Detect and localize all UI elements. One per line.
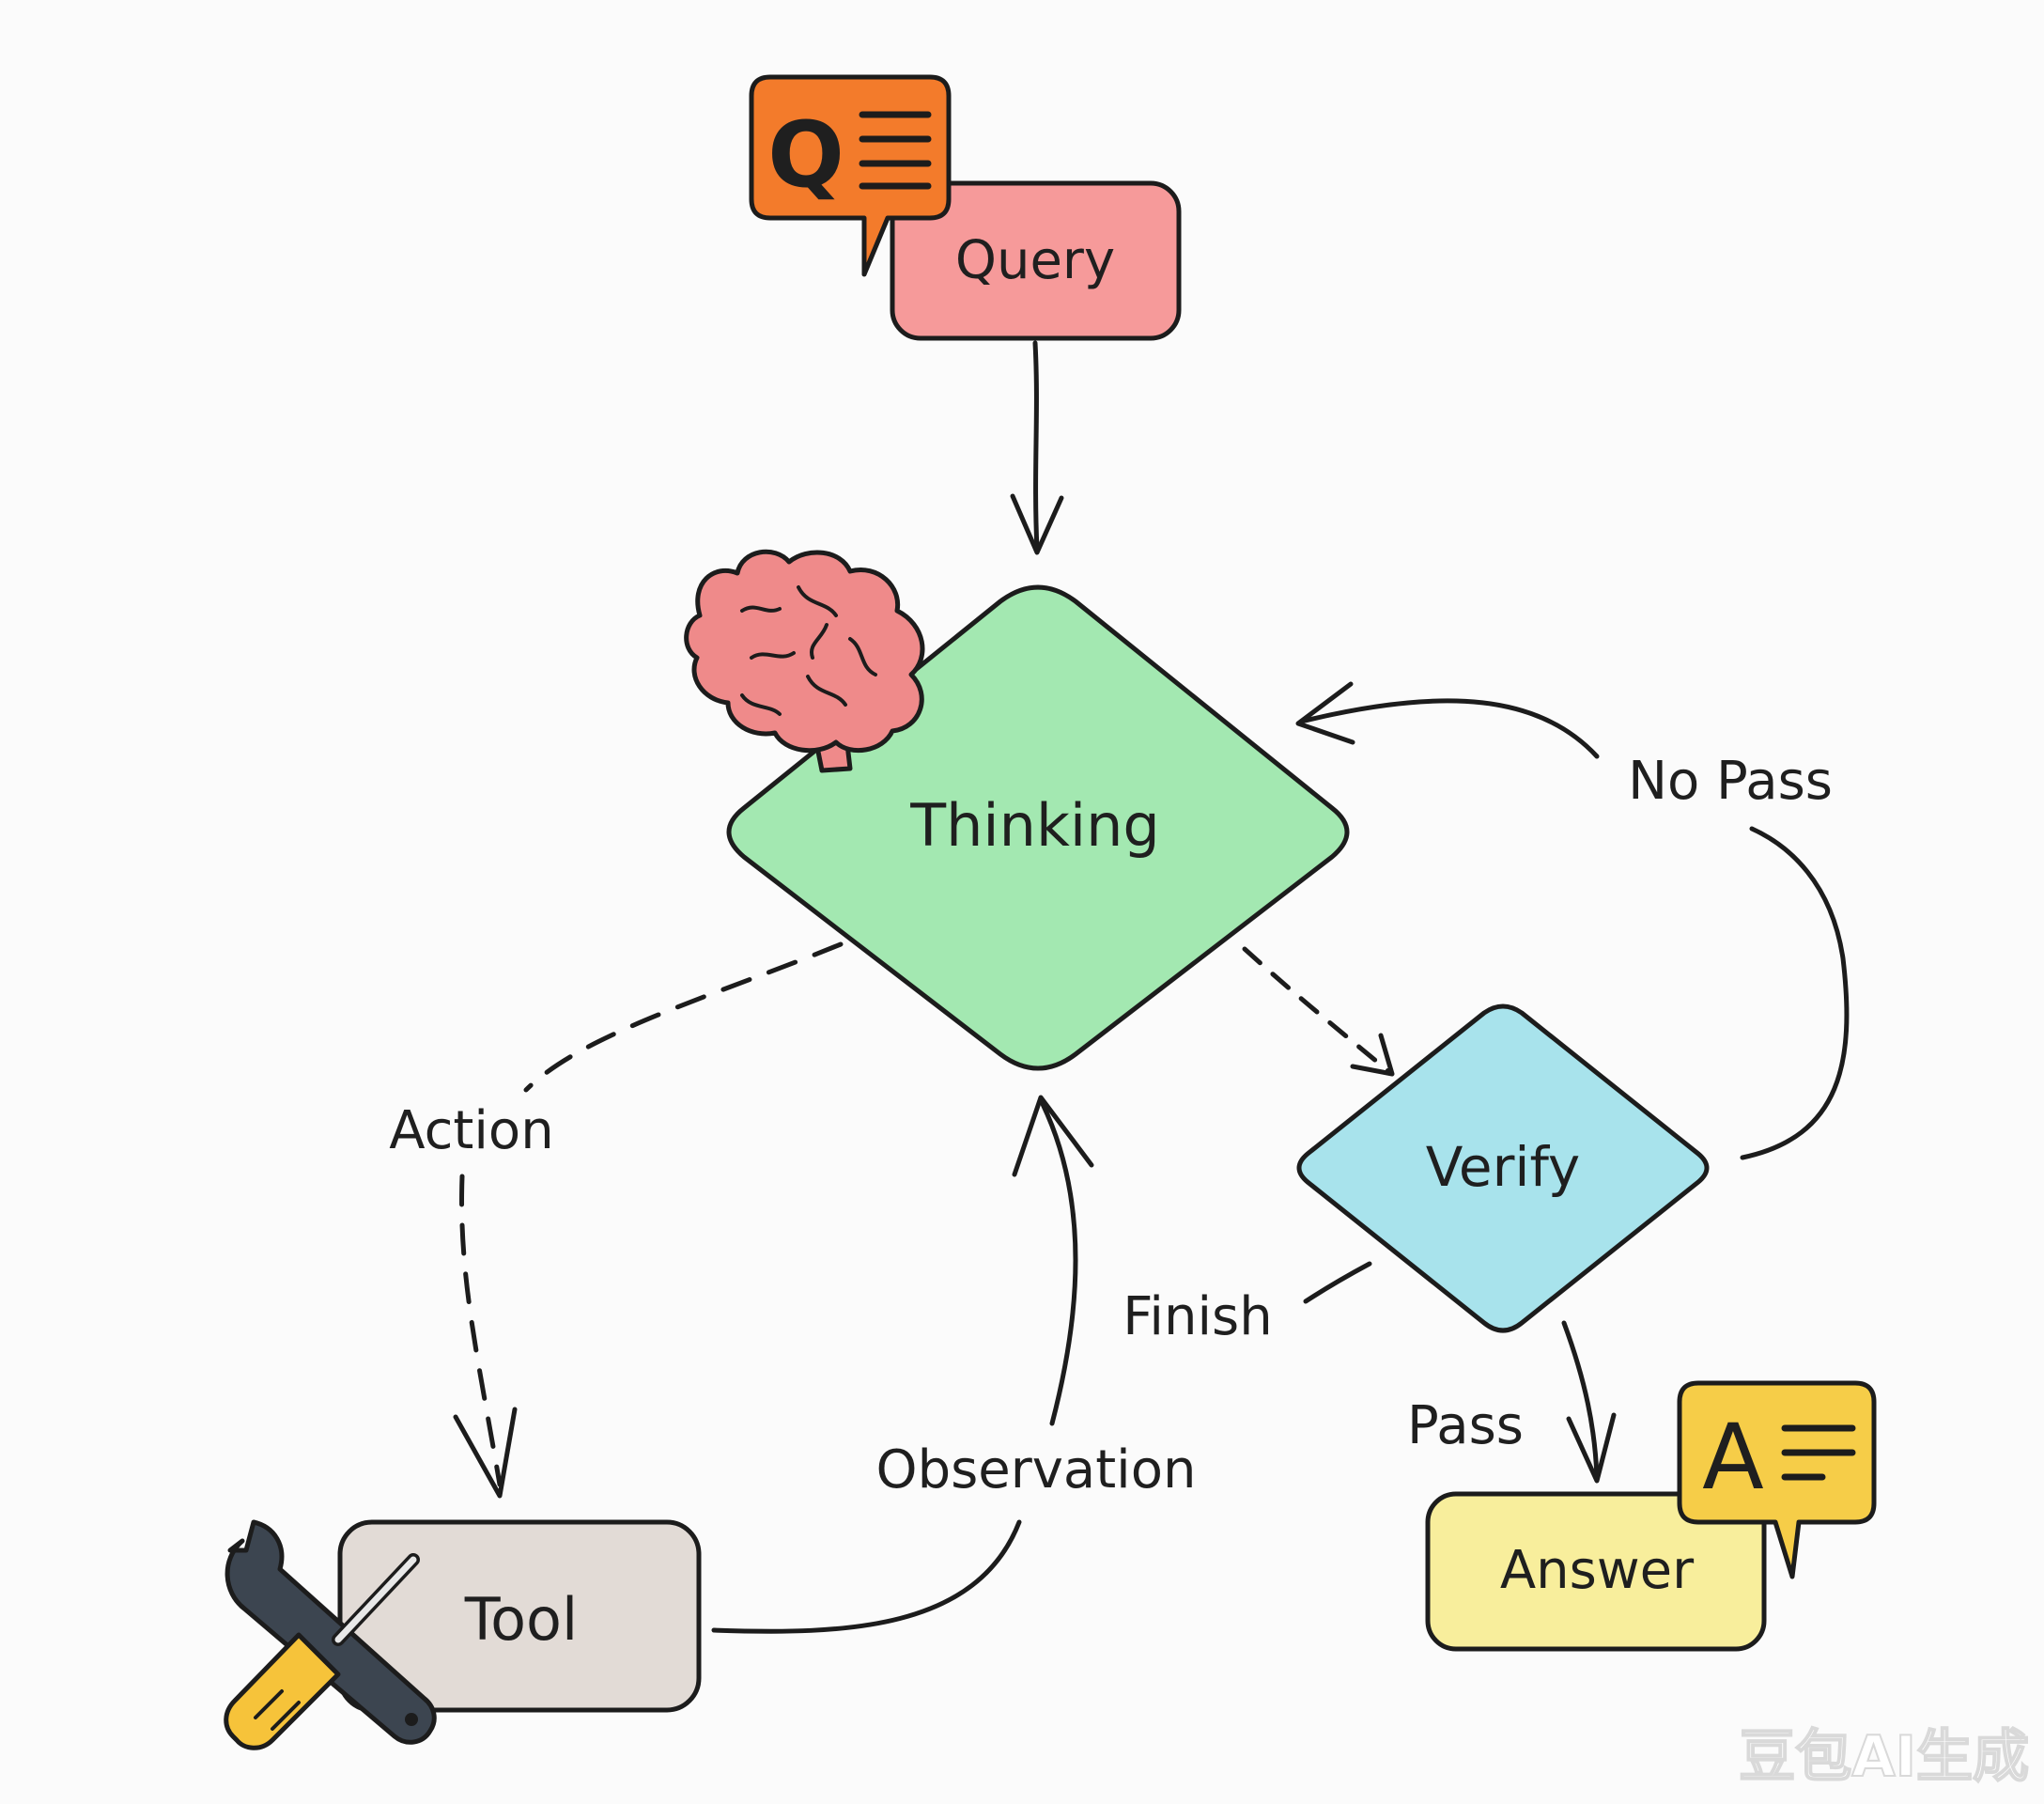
node-query[interactable]: Query [890, 180, 1182, 341]
node-answer[interactable]: Answer [1425, 1491, 1767, 1652]
edge-observation [711, 1095, 1094, 1634]
node-verify[interactable]: Verify [1296, 1003, 1710, 1333]
edge-label-action: Action [389, 1100, 553, 1161]
thinking-label: Thinking [909, 791, 1159, 860]
edge-query-thinking [1010, 340, 1064, 555]
edge-action [453, 941, 844, 1499]
answer-bubble-letter: A [1702, 1405, 1764, 1510]
question-bubble-letter: Q [767, 102, 844, 208]
edge-label-no-pass: No Pass [1628, 751, 1833, 812]
edge-no-pass [1295, 681, 1850, 1160]
answer-label: Answer [1500, 1540, 1695, 1601]
tool-label: Tool [464, 1585, 578, 1654]
answer-bubble-icon: A [1677, 1380, 1877, 1579]
edge-label-observation: Observation [875, 1439, 1196, 1501]
edge-finish [1303, 1261, 1372, 1304]
edge-label-pass: Pass [1407, 1395, 1524, 1456]
wrench-screwdriver-icon [224, 1519, 437, 1750]
brain-icon [684, 549, 925, 773]
edge-thinking-verify [1242, 946, 1395, 1077]
edge-label-finish: Finish [1123, 1286, 1272, 1347]
node-tool[interactable]: Tool [337, 1519, 702, 1713]
edge-pass [1561, 1320, 1617, 1484]
watermark: 豆包AI生成 [1739, 1724, 2029, 1790]
verify-label: Verify [1426, 1135, 1581, 1199]
query-label: Query [955, 230, 1115, 291]
question-bubble-icon: Q [749, 74, 952, 277]
